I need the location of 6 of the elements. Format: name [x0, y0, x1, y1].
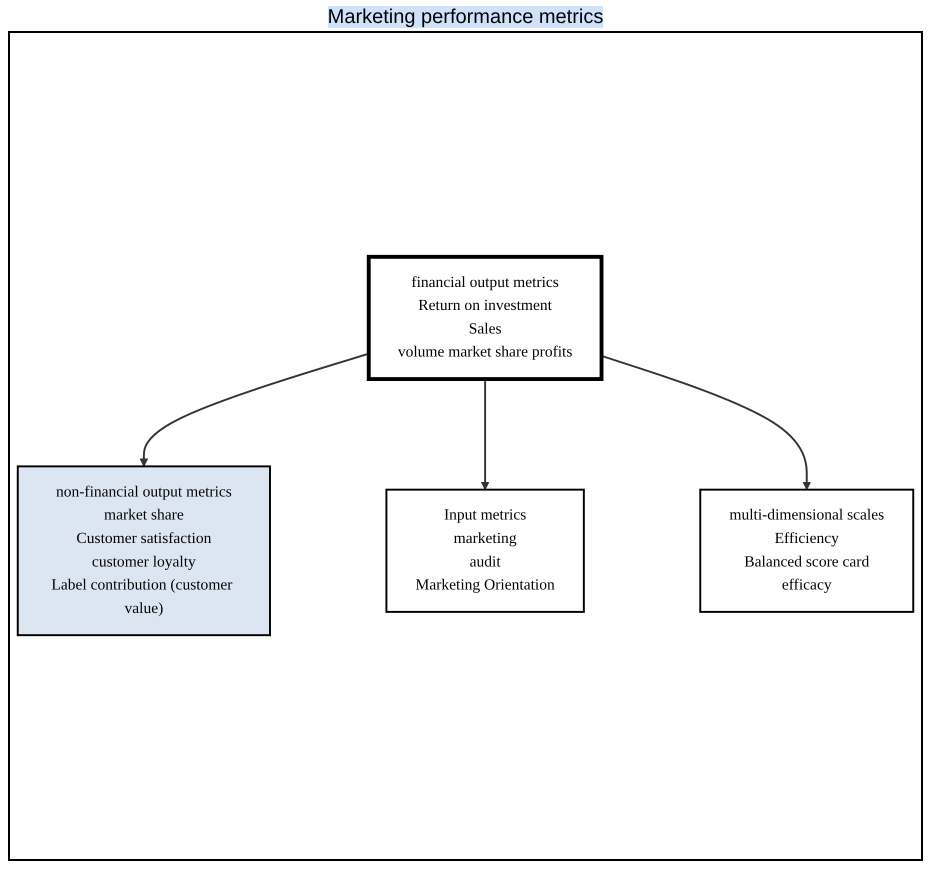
node-box: multi-dimensional scales Efficiency Balanced score card efficacy	[699, 488, 914, 613]
node-box: Input metrics marketing audit Marketing Orientation	[385, 488, 585, 613]
node-box: non-financial output metrics market share Customer satisfaction customer loyalty Label contribution (customer value)	[16, 465, 271, 636]
diagram-title: Marketing performance metrics	[328, 6, 604, 28]
arrow	[480, 379, 490, 490]
node-box: financial output metrics Return on investment Sales volume market share profits	[366, 254, 604, 381]
